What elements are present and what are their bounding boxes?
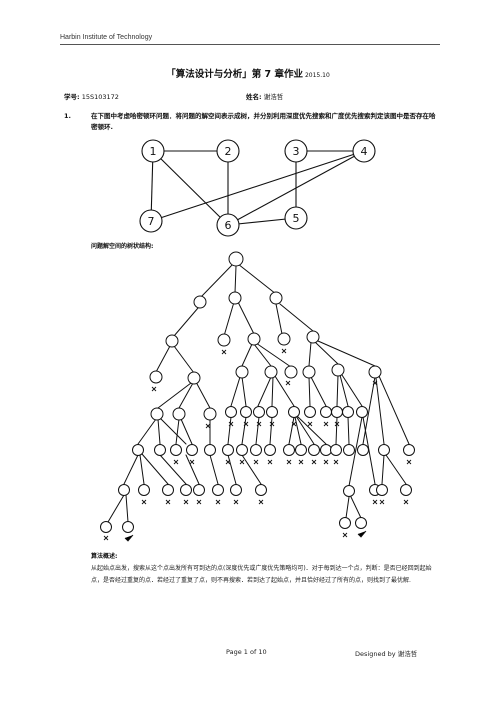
designer-label: Designed by bbox=[355, 650, 396, 658]
solution-space-tree bbox=[100, 251, 415, 542]
edge-4-7 bbox=[150, 150, 365, 222]
student-name-label: 姓名: bbox=[246, 93, 262, 101]
question-text: 在下图中考虑哈密顿环问题．将问题的解空间表示成树，并分别利用深度优先搜索和广度优… bbox=[91, 112, 436, 131]
graph-node-7 bbox=[139, 209, 163, 233]
institution-name: Harbin Institute of Technology bbox=[60, 34, 153, 41]
designer-credit: Designed by 谢浩哲 bbox=[355, 648, 417, 658]
title-text: 「算法设计与分析」第 7 章作业 bbox=[166, 69, 303, 80]
student-id-row: 学号: 15S103172 bbox=[64, 91, 119, 101]
page-number: Page 1 of 10 bbox=[226, 648, 267, 656]
designer-name: 谢浩哲 bbox=[397, 650, 418, 658]
hamiltonian-graph: 1 2 3 4 5 6 7 bbox=[139, 139, 376, 237]
graph-node-label-2: 2 bbox=[225, 145, 232, 158]
graph-node-4 bbox=[352, 139, 376, 163]
edge-4-6 bbox=[227, 150, 365, 226]
graph-node-label-3: 3 bbox=[293, 145, 300, 158]
graph-node-3 bbox=[284, 139, 308, 163]
student-name-row: 姓名: 谢浩哲 bbox=[246, 91, 283, 101]
graph-node-2 bbox=[216, 139, 240, 163]
graph-node-1 bbox=[141, 139, 165, 163]
title-date: 2015.10 bbox=[304, 72, 330, 79]
graph-node-5 bbox=[284, 206, 308, 230]
edge-1-7 bbox=[150, 150, 154, 222]
graph-node-label-6: 6 bbox=[225, 219, 232, 232]
page-header: Harbin Institute of Technology bbox=[60, 34, 440, 45]
graph-node-label-4: 4 bbox=[361, 145, 368, 158]
student-name-value: 谢浩哲 bbox=[263, 93, 284, 101]
summary-text: 从起始点出发，搜索从这个点出发所有可到达的点(深度优先或广度优先策略均可)．对于… bbox=[91, 565, 432, 584]
graph-node-label-1: 1 bbox=[150, 145, 157, 158]
graph-node-6 bbox=[216, 213, 240, 237]
student-id-value: 15S103172 bbox=[81, 93, 119, 101]
question-1: 1. 在下图中考虑哈密顿环问题．将问题的解空间表示成树，并分别利用深度优先搜索和… bbox=[64, 111, 436, 133]
question-number: 1. bbox=[64, 112, 71, 120]
graph-node-label-7: 7 bbox=[148, 215, 155, 228]
graph-node-label-5: 5 bbox=[293, 212, 300, 225]
student-id-label: 学号: bbox=[64, 93, 80, 101]
summary-title: 算法概述: bbox=[91, 553, 118, 560]
tree-caption: 问题解空间的树状结构: bbox=[91, 243, 154, 250]
edge-1-6 bbox=[152, 150, 229, 226]
